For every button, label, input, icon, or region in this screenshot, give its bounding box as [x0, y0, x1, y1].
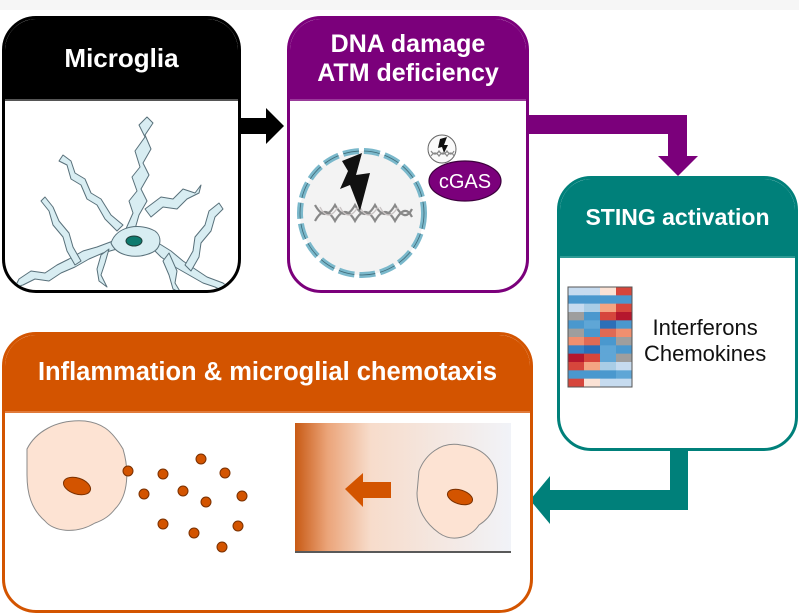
heatmap-cell	[600, 370, 617, 379]
arrow-sting-to-inflammation	[530, 450, 688, 524]
header-divider	[5, 99, 238, 101]
microglia-branch	[162, 252, 180, 290]
heatmap-cell	[616, 287, 633, 296]
heatmap-cell	[568, 378, 585, 388]
microglia-branch	[184, 202, 224, 272]
dna-damage-title-line1: DNA damage	[330, 30, 486, 59]
heatmap-cell	[616, 320, 633, 329]
heatmap-cell	[584, 362, 601, 371]
cytosolic-dna-icon	[427, 134, 457, 164]
microglia-branch	[58, 154, 124, 232]
inflammation-header: Inflammation & microglial chemotaxis	[5, 335, 530, 411]
interferons-label: Interferons	[652, 315, 758, 340]
cell-nucleus	[446, 488, 474, 506]
heatmap-cell	[616, 328, 633, 338]
heatmap-cell	[600, 353, 617, 363]
heatmap-cell	[568, 312, 585, 321]
microglia-branch	[124, 116, 154, 232]
heatmap-cell	[584, 345, 601, 354]
heatmap-cell	[568, 362, 585, 371]
arrow-microglia-to-dna	[238, 108, 284, 144]
dna-damage-header: DNA damage ATM deficiency	[290, 19, 526, 99]
inflammation-box: Inflammation & microglial chemotaxis	[2, 332, 533, 613]
microglia-header: Microglia	[5, 19, 238, 99]
heatmap-cell	[600, 362, 617, 371]
heatmap-cell	[616, 312, 633, 321]
heatmap-cell	[584, 287, 601, 296]
heatmap-cell	[568, 287, 585, 296]
cgas-label: cGAS	[439, 171, 491, 193]
sting-title: STING activation	[585, 204, 770, 231]
sting-output-label: Interferons Chemokines	[644, 315, 766, 368]
chemokines-label: Chemokines	[644, 341, 767, 367]
heatmap-cell	[584, 370, 601, 379]
heatmap-cell	[584, 320, 601, 329]
heatmap-cell	[568, 345, 585, 354]
heatmap-cell	[616, 303, 633, 313]
heatmap-cell	[600, 345, 617, 354]
heatmap-border	[567, 286, 633, 388]
heatmap-cell	[584, 312, 601, 321]
migration-arrow-icon	[345, 473, 391, 507]
sting-header: STING activation	[560, 179, 795, 256]
dna-damage-illustration: cGAS	[297, 134, 502, 278]
header-divider	[560, 256, 795, 258]
heatmap-cell	[584, 295, 601, 304]
chemokine-dots	[122, 453, 248, 553]
heatmap-cell	[568, 328, 585, 338]
heatmap-cell	[568, 295, 585, 304]
microglia-branch	[144, 184, 202, 218]
heatmap-cell	[584, 328, 601, 338]
heatmap-cell	[584, 303, 601, 313]
heatmap-cell	[616, 295, 633, 304]
cell-nucleus	[62, 476, 92, 496]
microglia-box: Microglia	[2, 16, 241, 293]
heatmap-cell	[616, 353, 633, 363]
heatmap-cell	[600, 378, 617, 388]
heatmap-cell	[584, 337, 601, 346]
heatmap-cell	[568, 337, 585, 346]
chemotaxis-illustration	[26, 420, 511, 553]
heatmap-cell	[568, 303, 585, 313]
heatmap-cell	[584, 353, 601, 363]
heatmap-cell	[584, 378, 601, 388]
header-divider	[290, 99, 526, 101]
expression-heatmap	[567, 286, 633, 388]
microglia-branch	[40, 196, 82, 266]
heatmap-cell	[600, 303, 617, 313]
arrow-dna-to-sting	[526, 115, 698, 176]
microglia-title: Microglia	[64, 43, 179, 74]
heatmap-cell	[600, 295, 617, 304]
microglia-cell-icon	[14, 116, 233, 290]
dna-helix-icon	[314, 202, 413, 224]
heatmap-cell	[600, 337, 617, 346]
activated-microglia-cell	[26, 420, 128, 531]
heatmap-cell	[616, 345, 633, 354]
top-strip	[0, 0, 799, 10]
heatmap-cell	[616, 362, 633, 371]
heatmap-cell	[616, 378, 633, 388]
heatmap-cell	[600, 320, 617, 329]
sting-activation-box: STING activation Interferons Chemokines	[557, 176, 798, 451]
microglia-nucleus	[125, 235, 143, 247]
cgas-icon	[428, 160, 502, 202]
heatmap-cell	[600, 312, 617, 321]
lightning-icon	[340, 153, 370, 211]
heatmap-cell	[600, 287, 617, 296]
microglia-branch	[96, 248, 110, 288]
heatmap-cell	[568, 353, 585, 363]
inflammation-title: Inflammation & microglial chemotaxis	[37, 358, 498, 387]
heatmap-cell	[568, 370, 585, 379]
dna-damage-title-line2: ATM deficiency	[317, 59, 499, 87]
heatmap-cell	[568, 320, 585, 329]
heatmap-cell	[616, 337, 633, 346]
header-divider	[5, 411, 530, 413]
heatmap-cell	[616, 370, 633, 379]
dna-damage-box: DNA damage ATM deficiency cGAS	[287, 16, 529, 293]
heatmap-cell	[600, 328, 617, 338]
